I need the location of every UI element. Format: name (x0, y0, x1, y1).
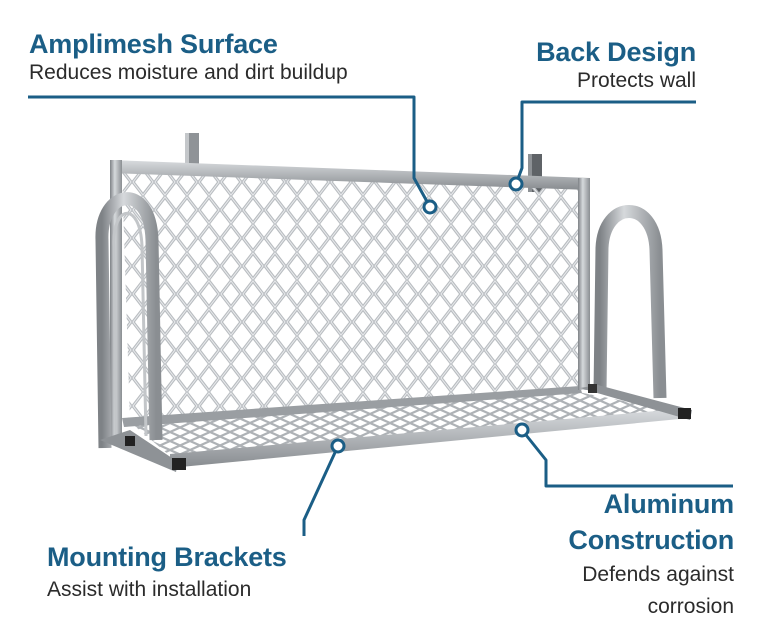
leader-line-surface (28, 95, 432, 208)
callout-description: Protects wall (576, 69, 696, 92)
callout-amplimesh-surface: Amplimesh Surface Reduces moisture and d… (29, 28, 348, 86)
floor-mesh-panel (130, 392, 690, 460)
right-side-bracket (593, 205, 667, 399)
callout-dot-icon (330, 438, 346, 454)
callout-mounting-brackets: Mounting Brackets Assist with installati… (47, 541, 287, 603)
leader-line-brackets (302, 445, 340, 536)
callout-dot-icon (422, 199, 438, 215)
floor-right-rail (580, 385, 692, 420)
callout-aluminum-construction: Aluminum Construction Defends against co… (568, 488, 734, 620)
callout-description-line-1: Defends against (582, 563, 734, 586)
wall-tab-left (185, 133, 199, 171)
right-upright (578, 178, 590, 390)
top-rail (110, 160, 590, 190)
callout-description: Assist with installation (47, 578, 252, 601)
back-mesh-panel (122, 172, 584, 422)
left-side-bracket-inner (112, 211, 148, 441)
callout-title: Amplimesh Surface (29, 29, 278, 59)
leader-line-aluminum (520, 429, 733, 488)
callout-title-line-2: Construction (568, 525, 734, 555)
callout-title-line-1: Aluminum (603, 489, 735, 519)
callout-title: Mounting Brackets (47, 542, 287, 572)
callout-title: Back Design (536, 37, 696, 67)
front-rail (170, 408, 690, 468)
foot-cap (678, 408, 691, 419)
floor-left-rail (100, 430, 178, 472)
foot-cap (588, 384, 597, 393)
callout-description-line-2: corrosion (647, 595, 734, 618)
foot-cap (125, 436, 135, 446)
rear-floor-rail (122, 386, 582, 427)
callout-dot-icon (508, 176, 524, 192)
callout-dot-icon (514, 422, 530, 438)
callout-back-design: Back Design Protects wall (536, 36, 696, 94)
left-side-bracket (95, 192, 163, 449)
leader-line-back (514, 100, 696, 185)
foot-cap (172, 458, 186, 470)
callout-description: Reduces moisture and dirt buildup (29, 61, 348, 84)
